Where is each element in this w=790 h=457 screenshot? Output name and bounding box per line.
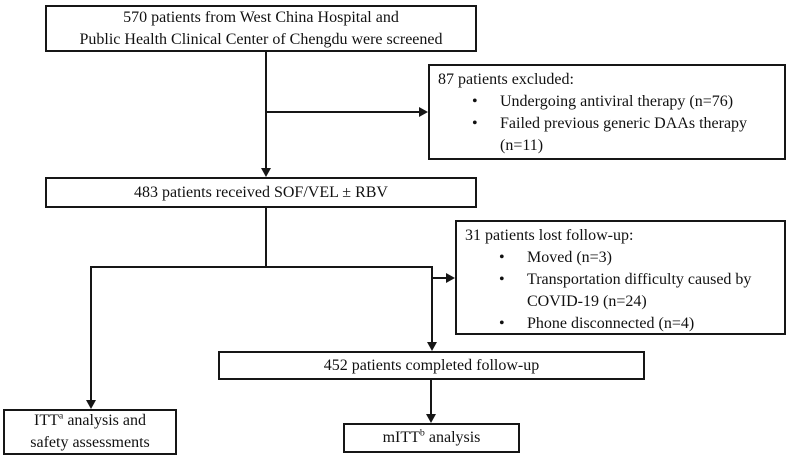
- connector-branch-excluded: [265, 111, 420, 113]
- excluded-list: Undergoing antiviral therapy (n=76) Fail…: [438, 91, 778, 157]
- screened-line-1: 570 patients from West China Hospital an…: [123, 8, 399, 26]
- lost-item-2-line-2: COVID-19 (n=24): [527, 293, 647, 310]
- list-item: Undergoing antiviral therapy (n=76): [472, 91, 778, 113]
- lost-item-3: Phone disconnected (n=4): [527, 315, 695, 332]
- box-screened: 570 patients from West China Hospital an…: [45, 5, 477, 52]
- screened-line-2: Public Health Clinical Center of Chengdu…: [79, 30, 443, 48]
- connector-branch-lost: [431, 277, 446, 279]
- list-item: Phone disconnected (n=4): [499, 313, 778, 335]
- box-mitt-analysis: mITTb analysis: [343, 423, 520, 453]
- lost-list: Moved (n=3) Transportation difficulty ca…: [465, 247, 778, 335]
- mitt-line: mITTb analysis: [383, 427, 481, 449]
- itt-line-1: ITTa analysis and: [34, 410, 146, 432]
- arrowhead-down-itt: [86, 400, 96, 409]
- mitt-superscript: b: [419, 427, 425, 439]
- mitt-post: analysis: [424, 429, 481, 446]
- itt-post: analysis and: [63, 412, 146, 429]
- connector-split-bar: [90, 266, 433, 268]
- lost-item-2-line-1: Transportation difficulty caused by: [527, 271, 752, 288]
- connector-received-to-split: [265, 208, 267, 267]
- connector-to-itt: [90, 266, 92, 400]
- list-item: Moved (n=3): [499, 247, 778, 269]
- arrowhead-right-lost: [446, 273, 455, 283]
- itt-line-2: safety assessments: [30, 434, 150, 451]
- arrowhead-down-completed: [427, 342, 437, 351]
- excluded-item-2-line-2: (n=11): [500, 137, 544, 154]
- box-received: 483 patients received SOF/VEL ± RBV: [45, 177, 477, 208]
- list-item: Transportation difficulty caused by COVI…: [499, 269, 778, 313]
- arrowhead-down-mitt: [426, 414, 436, 423]
- connector-screened-to-received: [265, 52, 267, 168]
- arrowhead-down-received: [261, 168, 271, 177]
- excluded-item-2-line-1: Failed previous generic DAAs therapy: [500, 115, 748, 132]
- itt-pre: ITT: [34, 412, 59, 429]
- box-completed-follow-up: 452 patients completed follow-up: [218, 351, 645, 380]
- mitt-pre: mITT: [382, 429, 420, 446]
- box-excluded: 87 patients excluded: Undergoing antivir…: [428, 64, 786, 160]
- completed-text: 452 patients completed follow-up: [323, 356, 540, 374]
- lost-item-1: Moved (n=3): [527, 249, 613, 266]
- arrowhead-right-excluded: [419, 107, 428, 117]
- connector-completed-to-mitt: [430, 380, 432, 414]
- list-item: Failed previous generic DAAs therapy (n=…: [472, 113, 778, 157]
- lost-title: 31 patients lost follow-up:: [465, 227, 634, 244]
- excluded-title: 87 patients excluded:: [438, 71, 574, 88]
- itt-superscript: a: [58, 410, 64, 422]
- box-lost-follow-up: 31 patients lost follow-up: Moved (n=3) …: [455, 220, 786, 335]
- box-itt-analysis: ITTa analysis and safety assessments: [3, 409, 177, 455]
- excluded-item-1: Undergoing antiviral therapy (n=76): [500, 93, 734, 110]
- connector-to-completed: [431, 266, 433, 342]
- received-text: 483 patients received SOF/VEL ± RBV: [134, 183, 388, 201]
